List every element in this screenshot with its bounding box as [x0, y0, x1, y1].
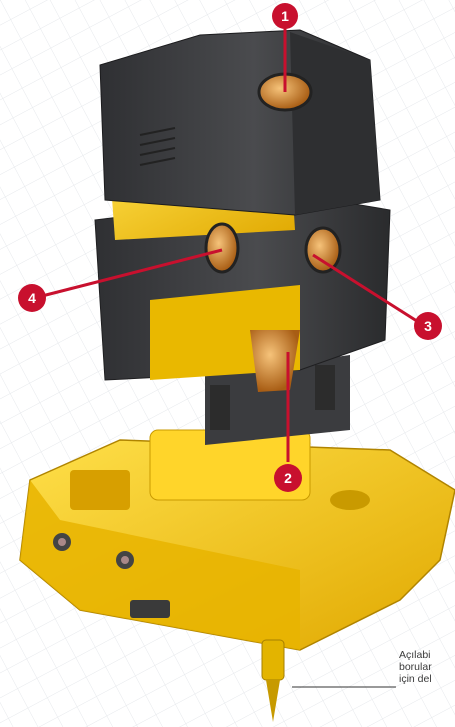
pointer-foot — [261, 639, 285, 722]
marker-2: 2 — [274, 464, 302, 492]
marker-1: 1 — [272, 3, 298, 29]
marker-3: 3 — [414, 312, 442, 340]
right-lens — [304, 226, 342, 274]
callout-line-4 — [41, 248, 223, 298]
clamp-frame — [205, 355, 350, 445]
left-lens — [204, 222, 240, 274]
marker-4: 4 — [18, 284, 46, 312]
marker-1-label: 1 — [281, 8, 289, 24]
marker-3-label: 3 — [424, 318, 432, 334]
caption-line-1: Açılabi — [399, 649, 431, 661]
top-housing — [99, 29, 381, 216]
caption-line-2: borular — [399, 661, 432, 673]
yellow-base — [19, 429, 455, 651]
marker-2-label: 2 — [284, 470, 292, 486]
marker-4-label: 4 — [28, 290, 36, 306]
caption-line-3: için del — [399, 673, 432, 685]
caption-text: Açılabi borular için del — [399, 649, 455, 685]
callout-line-3 — [312, 253, 421, 325]
